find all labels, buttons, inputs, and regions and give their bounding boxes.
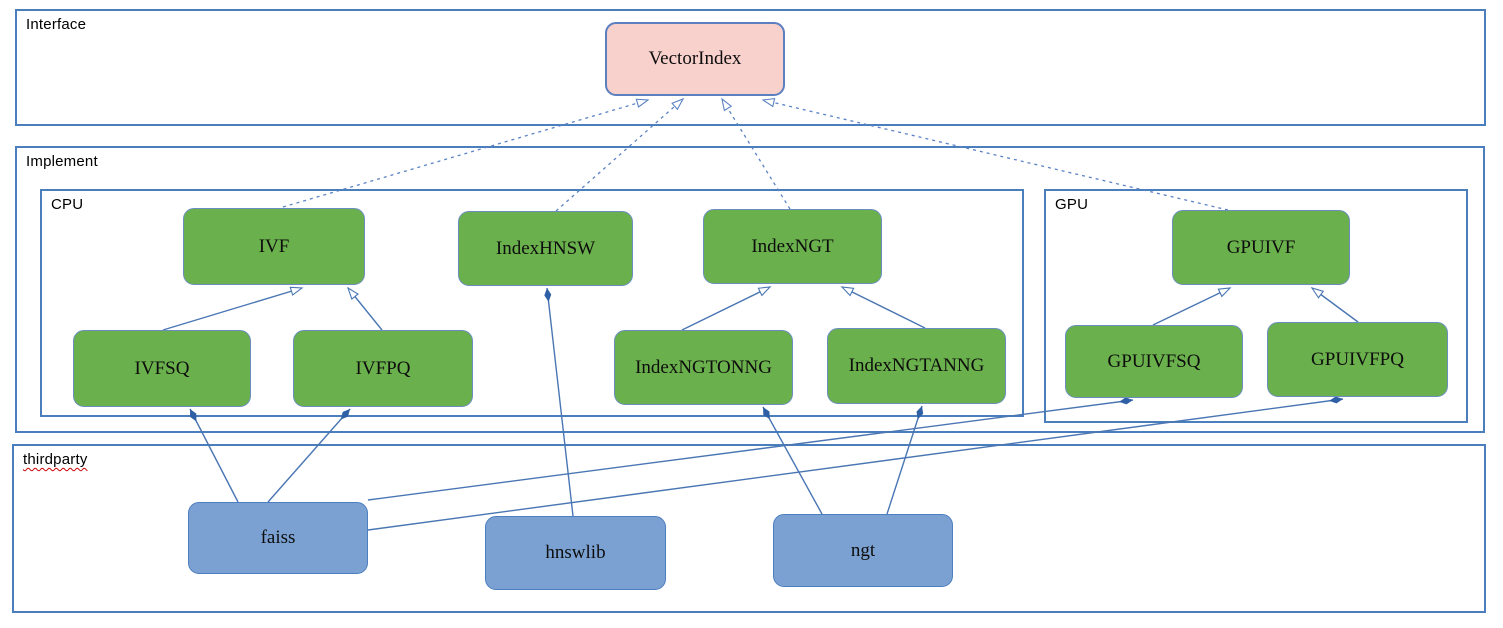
node-ngt[interactable]: ngt <box>773 514 953 587</box>
node-label-faiss: faiss <box>260 527 296 548</box>
node-label-indexngtonng: IndexNGTONNG <box>635 356 772 378</box>
node-indexngtonng[interactable]: IndexNGTONNG <box>614 330 793 405</box>
node-indexngtanng[interactable]: IndexNGTANNG <box>827 328 1006 404</box>
node-label-gpuivfpq: GPUIVFPQ <box>1311 348 1404 370</box>
node-label-ivfpq: IVFPQ <box>355 357 411 379</box>
edge-indexhnsw-vectorindex <box>555 97 685 212</box>
group-frame-thirdparty[interactable]: thirdparty <box>12 444 1486 613</box>
edge-ivf-vectorindex <box>282 98 650 208</box>
edge-indexngt-vectorindex <box>721 97 791 210</box>
node-label-indexngtanng: IndexNGTANNG <box>848 355 985 376</box>
node-label-hnswlib: hnswlib <box>545 542 606 563</box>
edge-gpuivfsq-gpuivf <box>1152 287 1232 326</box>
group-frame-implement[interactable]: Implement <box>15 146 1485 433</box>
node-gpuivf[interactable]: GPUIVF <box>1172 210 1350 285</box>
node-label-ngt: ngt <box>850 539 876 561</box>
group-frame-cpu[interactable]: CPU <box>40 189 1024 417</box>
edge-ngt-indexngtonng <box>762 406 823 515</box>
edge-indexngtonng-indexngt <box>681 286 772 331</box>
node-faiss[interactable]: faiss <box>188 502 368 574</box>
edge-ngt-indexngtanng <box>886 405 924 515</box>
group-frame-gpu[interactable]: GPU <box>1044 189 1468 423</box>
node-hnswlib[interactable]: hnswlib <box>485 516 666 590</box>
group-frame-interface[interactable]: Interface <box>15 9 1486 126</box>
edge-gpuivf-vectorindex <box>761 98 1229 211</box>
group-label-cpu: CPU <box>51 196 84 213</box>
group-label-thirdparty: thirdparty <box>23 451 88 468</box>
edge-ivfpq-ivf <box>346 286 383 331</box>
edge-ivfsq-ivf <box>162 286 304 331</box>
node-gpuivfpq[interactable]: GPUIVFPQ <box>1267 322 1448 397</box>
node-label-indexhnsw: IndexHNSW <box>495 237 596 259</box>
node-label-gpuivfsq: GPUIVFSQ <box>1107 350 1201 372</box>
edge-faiss-ivfsq <box>189 408 239 503</box>
edge-indexngtanng-indexngt <box>840 286 926 329</box>
node-gpuivfsq[interactable]: GPUIVFSQ <box>1065 325 1243 398</box>
node-ivf[interactable]: IVF <box>183 208 365 285</box>
node-indexhnsw[interactable]: IndexHNSW <box>458 211 633 286</box>
group-label-gpu: GPU <box>1055 196 1089 213</box>
edge-gpuivfpq-gpuivf <box>1310 287 1359 323</box>
node-label-ivf: IVF <box>258 235 290 257</box>
group-label-interface: Interface <box>26 16 87 33</box>
node-indexngt[interactable]: IndexNGT <box>703 209 882 284</box>
edge-faiss-gpuivfsq <box>367 397 1134 501</box>
node-label-gpuivf: GPUIVF <box>1226 236 1296 258</box>
node-label-vectorindex: VectorIndex <box>648 48 742 69</box>
node-label-ivfsq: IVFSQ <box>134 357 190 379</box>
group-label-implement: Implement <box>26 153 98 170</box>
node-ivfpq[interactable]: IVFPQ <box>293 330 473 407</box>
node-label-indexngt: IndexNGT <box>751 235 834 257</box>
node-ivfsq[interactable]: IVFSQ <box>73 330 251 407</box>
node-vectorindex[interactable]: VectorIndex <box>605 22 785 96</box>
edge-faiss-ivfpq <box>267 408 351 503</box>
edge-hnswlib-indexhnsw <box>544 287 574 517</box>
edge-faiss-gpuivfpq <box>367 396 1344 531</box>
